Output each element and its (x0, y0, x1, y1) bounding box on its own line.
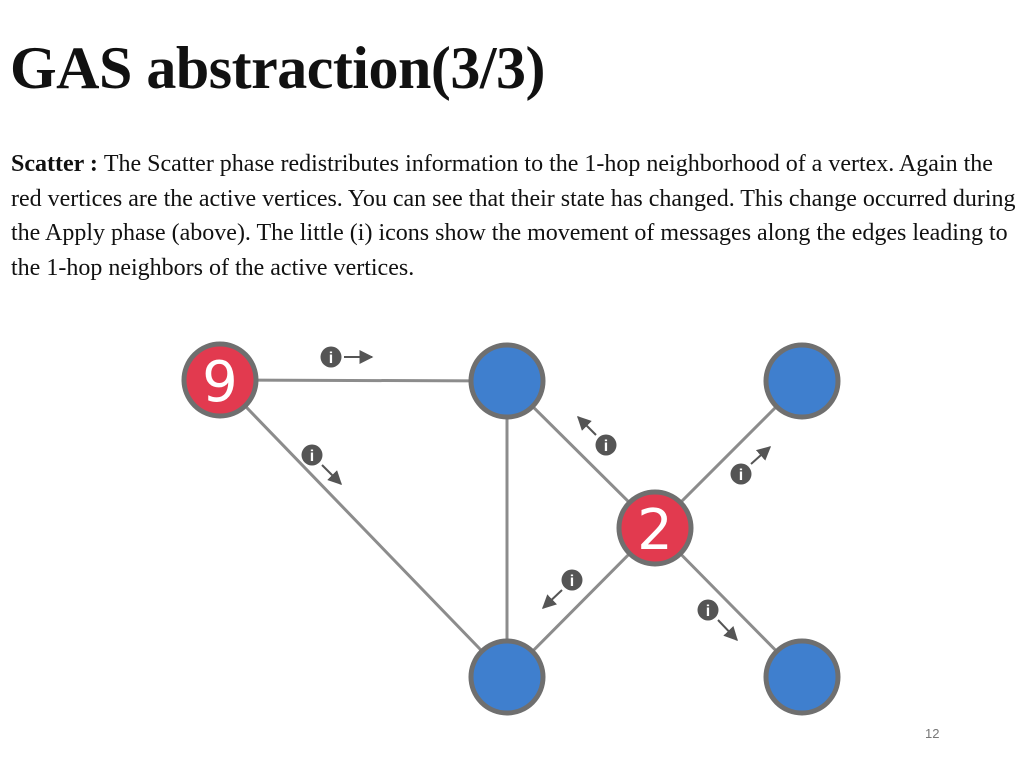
inactive-vertex (763, 342, 841, 420)
info-icon-glyph: i (706, 603, 710, 620)
vertices: 92 (181, 341, 841, 716)
slide-title: GAS abstraction(3/3) (10, 35, 545, 101)
info-icon (320, 346, 342, 368)
vertex-vD (763, 638, 841, 716)
active-vertex (616, 489, 694, 567)
page-number: 12 (925, 726, 940, 741)
message-icon: i (577, 416, 617, 456)
message-arrow (541, 589, 563, 609)
edge-v9-vA (219, 378, 508, 383)
vertex-value: 2 (637, 498, 673, 563)
slide-body: Scatter : The Scatter phase redistribute… (11, 147, 1016, 285)
messages: i i i i i i (301, 346, 772, 642)
info-icon (301, 444, 323, 466)
edge-v9-vC (218, 378, 509, 679)
vertex-value: 9 (202, 350, 238, 415)
info-icon (697, 599, 719, 621)
inactive-vertex (468, 342, 546, 420)
vertex-vA (468, 342, 546, 420)
edges (218, 378, 804, 679)
vertex-v2: 2 (616, 489, 694, 567)
message-icon: i (320, 346, 374, 368)
scatter-label: Scatter : (11, 151, 104, 177)
info-icon-glyph: i (570, 573, 574, 590)
message-icon: i (301, 444, 342, 485)
info-icon-glyph: i (329, 350, 333, 367)
message-arrow (577, 416, 597, 436)
vertex-vB (763, 342, 841, 420)
info-icon (561, 569, 583, 591)
info-icon (730, 463, 752, 485)
active-vertex (181, 341, 259, 419)
vertex-v9: 9 (181, 341, 259, 419)
inactive-vertex (468, 638, 546, 716)
message-icon: i (730, 446, 772, 485)
info-icon-glyph: i (739, 467, 743, 484)
message-arrow (750, 446, 772, 465)
message-arrow (321, 464, 342, 485)
message-icon: i (697, 599, 738, 642)
message-icon: i (541, 569, 583, 609)
info-icon-glyph: i (310, 448, 314, 465)
scatter-description: The Scatter phase redistributes informat… (11, 151, 1016, 281)
info-icon (595, 434, 617, 456)
message-arrow (717, 619, 738, 642)
vertex-vC (468, 638, 546, 716)
inactive-vertex (763, 638, 841, 716)
info-icon-glyph: i (604, 438, 608, 455)
